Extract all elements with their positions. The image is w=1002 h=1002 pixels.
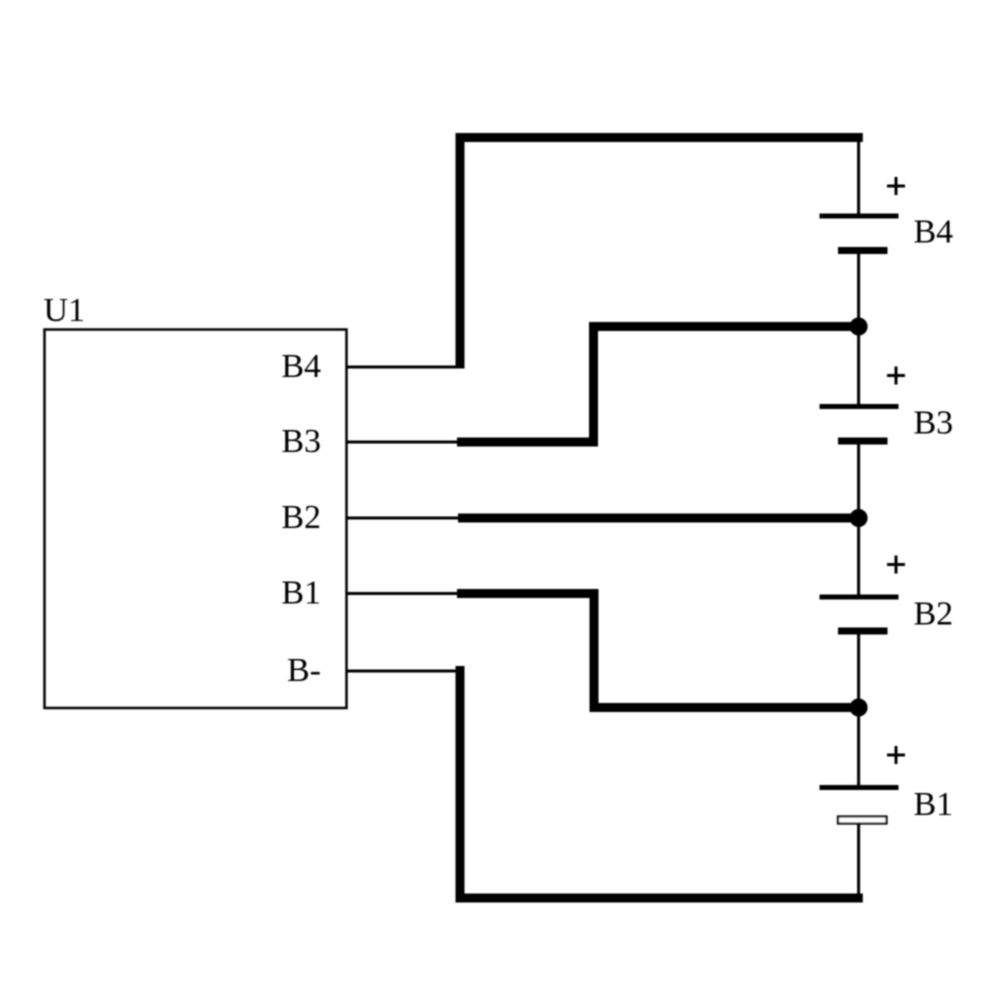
svg-text:B2: B2 xyxy=(914,596,954,633)
svg-text:B3: B3 xyxy=(914,405,954,442)
svg-text:B3: B3 xyxy=(281,423,321,460)
svg-text:B4: B4 xyxy=(914,214,954,251)
svg-text:U1: U1 xyxy=(44,292,86,329)
svg-text:B1: B1 xyxy=(914,786,954,823)
svg-text:B1: B1 xyxy=(281,575,321,612)
svg-text:B2: B2 xyxy=(281,499,321,536)
svg-text:B4: B4 xyxy=(281,348,321,385)
svg-text:B-: B- xyxy=(287,652,321,689)
